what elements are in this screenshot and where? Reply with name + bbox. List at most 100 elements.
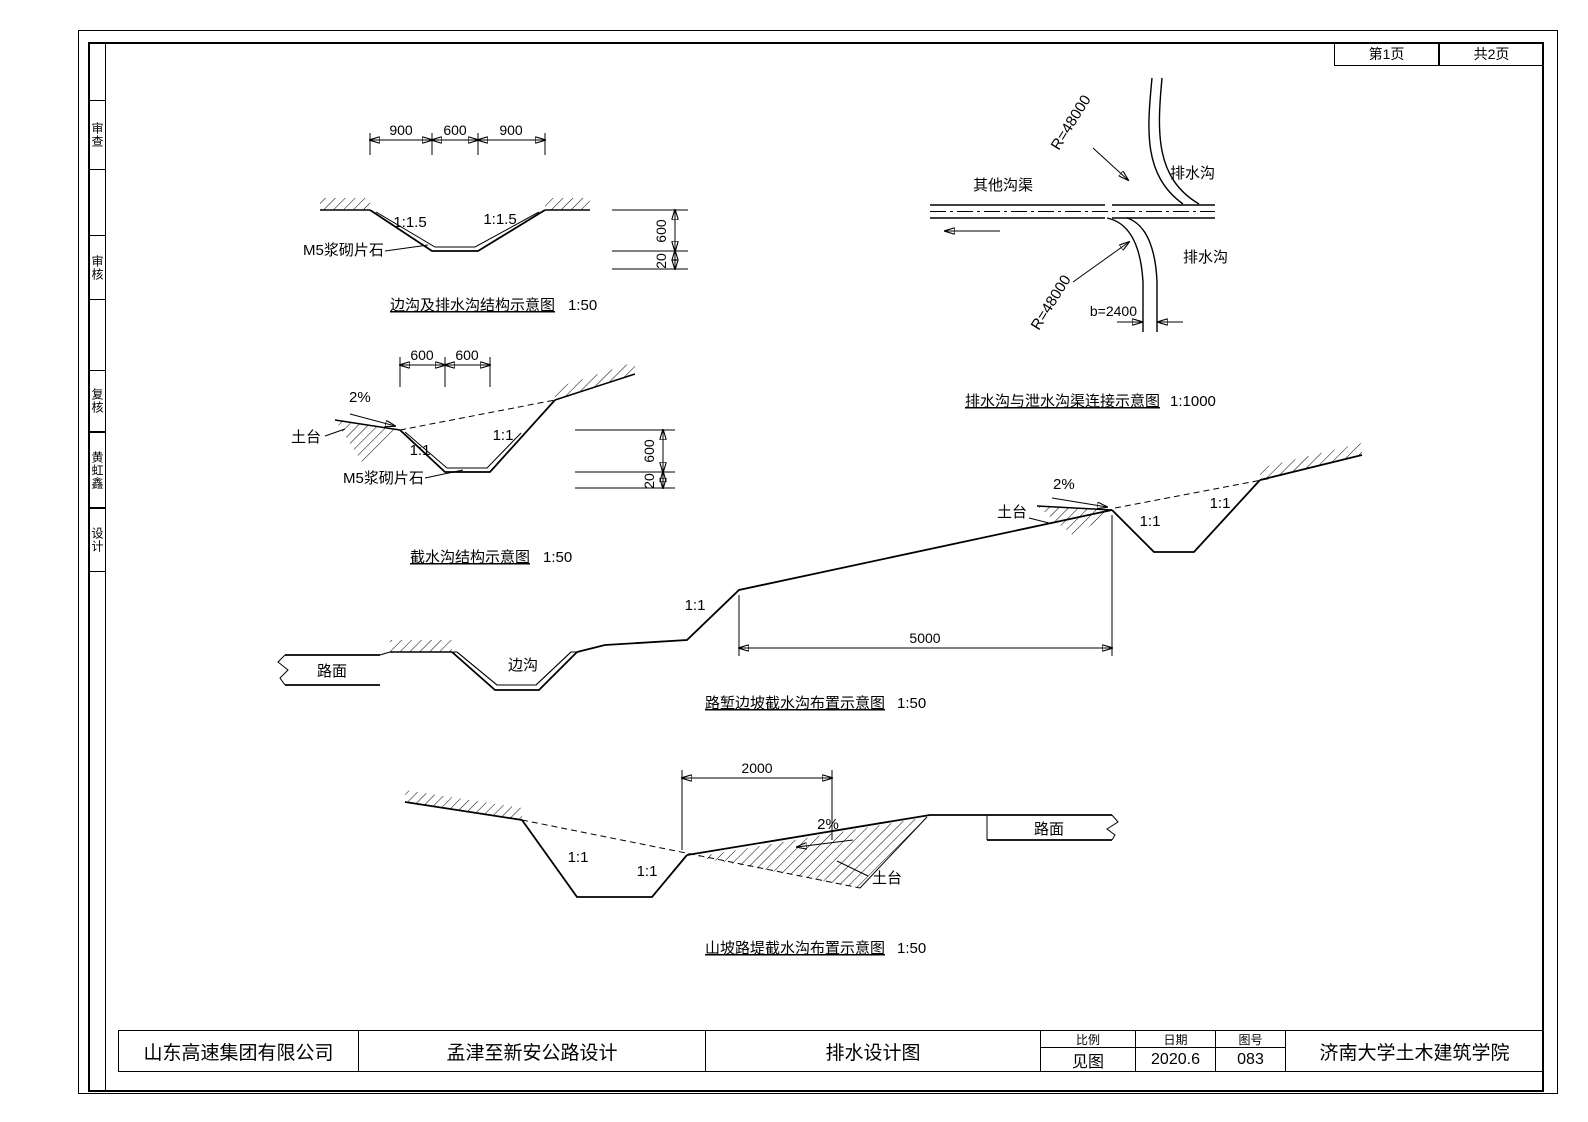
total-pages-box: 共2页 <box>1439 42 1544 66</box>
institute-name: 济南大学土木建筑学院 <box>1319 1042 1510 1064</box>
slope-label: 1:1 <box>685 597 706 614</box>
sidebar-item-recheck: 复核 <box>90 370 105 432</box>
institute-cell: 济南大学土木建筑学院 <box>1286 1031 1543 1071</box>
dim-label: 20 <box>641 473 657 489</box>
dim-label: 2000 <box>741 760 772 776</box>
sidebar-item-check: 审核 <box>90 235 105 300</box>
berm: 土台 <box>291 419 401 462</box>
total-pages: 共2页 <box>1473 46 1510 62</box>
ditch-outline <box>521 819 688 898</box>
dim-label: 600 <box>443 122 467 138</box>
diagram-scale: 1:50 <box>897 940 926 957</box>
material-label: M5浆砌片石 <box>303 241 384 259</box>
slope-label: 1:1.5 <box>483 211 516 228</box>
berm-label: 土台 <box>872 870 902 887</box>
outer-border <box>78 30 1558 1094</box>
project-cell: 孟津至新安公路设计 <box>359 1031 706 1071</box>
diagram-cut-slope-layout: 路面 边沟 1:1 1:1 1:1 土台 2% 5000 路堑边坡截水沟布置示意… <box>277 443 1363 712</box>
drain-label: 排水沟 <box>1170 165 1215 182</box>
natural-ground <box>554 362 636 401</box>
diagram-embankment-layout: 2000 1:1 1:1 2% 土台 路面 山坡路堤截水沟布置示意图 1:50 <box>404 760 1119 957</box>
material-callout: M5浆砌片石 <box>343 469 464 487</box>
radius-label: R=48000 <box>1028 272 1075 333</box>
drawing-no-label: 图号 <box>1216 1031 1285 1048</box>
diagram-title: 排水沟与泄水沟渠连接示意图 <box>965 392 1160 410</box>
channel-lines <box>930 204 1215 219</box>
embankment-fill <box>686 814 987 889</box>
date-label: 日期 <box>1136 1031 1215 1048</box>
diagram-scale: 1:1000 <box>1170 393 1216 410</box>
top-dimension: 600 600 <box>400 347 490 387</box>
side-ditch: 边沟 <box>450 651 579 691</box>
diagram-intercepting-ditch-structure: 600 600 土台 2% M5浆砌片石 1:1 1:1 600 20 截水沟结… <box>291 347 675 566</box>
sidebar-divider <box>105 42 106 1092</box>
berm: 土台 <box>997 504 1113 537</box>
grade-label: 2% <box>817 816 839 833</box>
slope-label: 1:1 <box>1140 513 1161 530</box>
dim-label: 600 <box>455 347 479 363</box>
project-name: 孟津至新安公路设计 <box>446 1042 618 1064</box>
diagram-title: 山坡路堤截水沟布置示意图 <box>705 939 885 957</box>
radius-callout-bottom: R=48000 <box>1028 242 1129 333</box>
other-channel-label: 其他沟渠 <box>973 177 1033 194</box>
material-callout: M5浆砌片石 <box>303 241 429 259</box>
sidebar-item-design: 设计 <box>90 508 105 572</box>
sidebar-label: 复核 <box>90 388 104 414</box>
dim-label: 20 <box>653 253 669 269</box>
material-label: M5浆砌片石 <box>343 469 424 487</box>
dim-label: 600 <box>410 347 434 363</box>
width-dimension: b=2400 <box>1090 303 1183 322</box>
page-number: 第1页 <box>1368 46 1405 62</box>
top-drain-curve <box>1148 77 1200 205</box>
radius-callout-top: R=48000 <box>1048 92 1128 180</box>
sidebar-item-review: 审查 <box>90 100 105 170</box>
dim-label: 5000 <box>909 630 940 646</box>
diagram-title: 截水沟结构示意图 <box>410 548 530 566</box>
grade-arrow: 2% <box>797 816 854 847</box>
road-label: 路面 <box>317 663 347 680</box>
diagram-drain-channel-connection: R=48000 R=48000 其他沟渠 排水沟 排水沟 b=2400 排水沟与… <box>930 77 1228 410</box>
ditch-outline <box>399 399 556 473</box>
drawing-no-cell: 图号 083 <box>1216 1031 1286 1071</box>
slope-label: 1:1 <box>410 442 431 459</box>
bottom-drain-curve <box>1106 217 1158 332</box>
diagram-side-ditch-structure: 900 600 900 1:1.5 1:1.5 M5浆砌片石 600 20 边沟… <box>303 122 688 314</box>
drain-label: 排水沟 <box>1183 249 1228 266</box>
dim-label: 600 <box>641 439 657 463</box>
sidebar-label: 审核 <box>90 254 104 281</box>
span-dimension: 5000 <box>739 515 1112 656</box>
ditch-outline <box>369 209 546 252</box>
slope-label: 1:1 <box>493 427 514 444</box>
grade-arrow: 2% <box>349 389 395 426</box>
sidebar-label: 审查 <box>90 122 104 148</box>
slope-label: 1:1 <box>568 849 589 866</box>
company-cell: 山东高速集团有限公司 <box>119 1031 359 1071</box>
road-surface: 路面 <box>986 814 1119 841</box>
dim-label: b=2400 <box>1090 303 1137 319</box>
drawing-no-value: 083 <box>1237 1050 1264 1068</box>
radius-label: R=48000 <box>1048 92 1095 153</box>
scale-label: 比例 <box>1041 1031 1135 1048</box>
side-ditch-label: 边沟 <box>508 657 538 674</box>
slope-label: 1:1.5 <box>393 214 426 231</box>
span-dimension: 2000 <box>682 760 832 850</box>
diagram-scale: 1:50 <box>543 549 572 566</box>
scale-value: 见图 <box>1071 1054 1104 1071</box>
sidebar-item-designer-name: 黄虹鑫 <box>90 432 105 508</box>
road-surface: 路面 <box>277 651 391 686</box>
company-name: 山东高速集团有限公司 <box>143 1042 334 1064</box>
inner-border <box>88 42 1544 1092</box>
berm-callout: 土台 <box>836 860 902 887</box>
dim-label: 900 <box>389 122 413 138</box>
ground-hatch <box>320 198 590 211</box>
sidebar-label: 设计 <box>90 527 104 553</box>
dim-label: 900 <box>499 122 523 138</box>
berm-label: 土台 <box>291 429 321 446</box>
date-cell: 日期 2020.6 <box>1136 1031 1216 1071</box>
diagram-title: 边沟及排水沟结构示意图 <box>390 296 555 314</box>
slope-label: 1:1 <box>1210 495 1231 512</box>
sidebar-label: 黄虹鑫 <box>90 450 104 490</box>
grade-arrow: 2% <box>1051 476 1107 507</box>
slope-profile <box>576 443 1363 653</box>
slope-label: 1:1 <box>637 863 658 880</box>
